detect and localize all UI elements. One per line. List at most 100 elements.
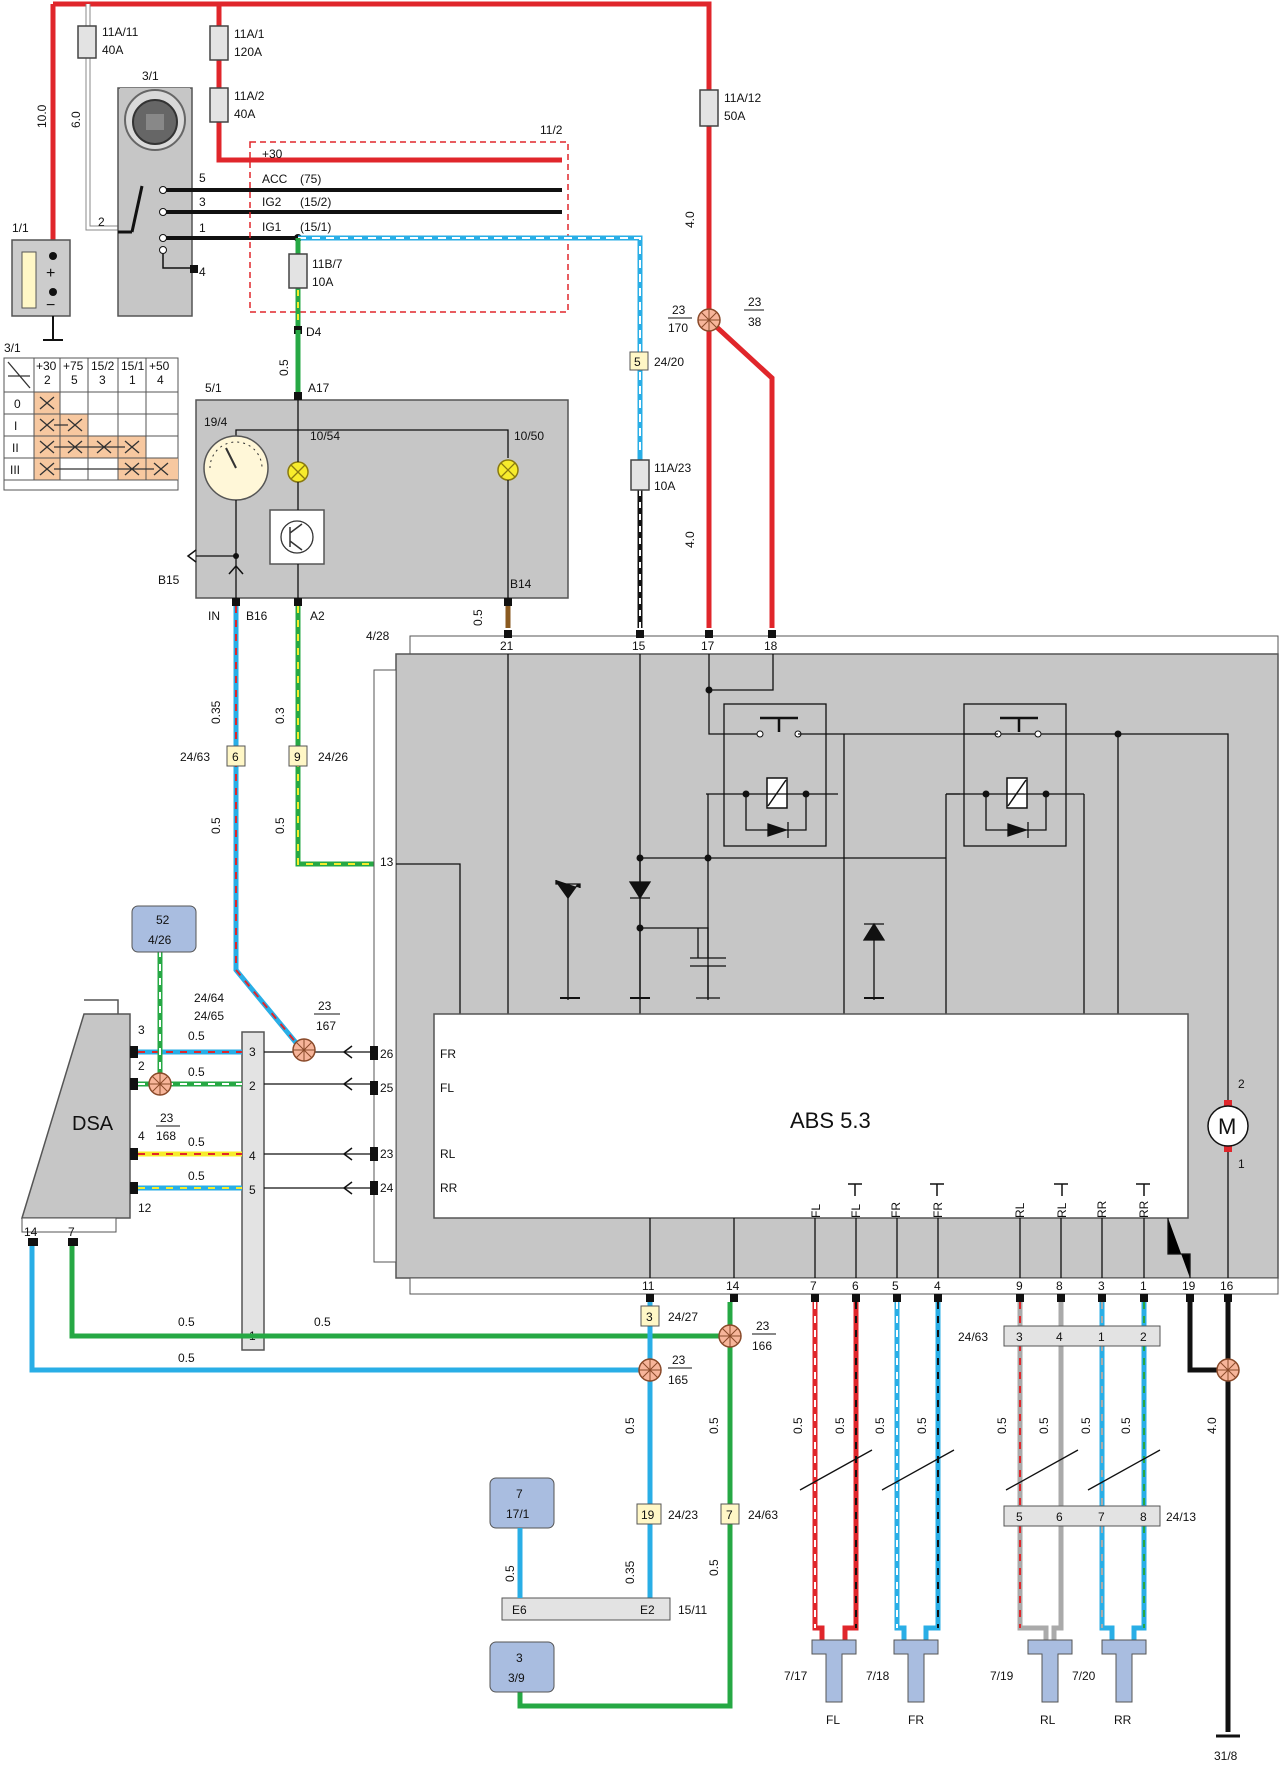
wheel-sensor-rr: 7/20 RR bbox=[1072, 1639, 1147, 1727]
abs-relay-1 bbox=[706, 703, 844, 847]
svg-text:IN: IN bbox=[208, 609, 220, 623]
svg-text:10/50: 10/50 bbox=[514, 429, 544, 443]
fuse-11a1: 11A/1 120A bbox=[209, 25, 265, 61]
svg-text:(15/2): (15/2) bbox=[300, 195, 331, 209]
svg-text:IG1: IG1 bbox=[262, 220, 282, 234]
svg-text:1: 1 bbox=[1098, 1330, 1105, 1344]
ref-box-3: 3 3/9 bbox=[489, 1641, 555, 1693]
svg-text:15: 15 bbox=[632, 639, 646, 653]
svg-text:24: 24 bbox=[380, 1181, 394, 1195]
ground-label: 31/8 bbox=[1214, 1749, 1238, 1763]
svg-text:E2: E2 bbox=[640, 1603, 655, 1617]
svg-text:FR: FR bbox=[908, 1713, 924, 1727]
svg-text:7: 7 bbox=[810, 1279, 817, 1293]
switch-position-table: 3/1 +30 +75 15/2 15/1 +50 2 5 3 1 4 0 I bbox=[3, 341, 179, 491]
svg-text:24/26: 24/26 bbox=[318, 750, 348, 764]
connector-15-11: E6 E2 15/11 bbox=[501, 1597, 707, 1621]
wire-size-label: 0.5 bbox=[178, 1351, 195, 1365]
wire-size-label: 0.5 bbox=[188, 1065, 205, 1079]
wire-size-label: 4.0 bbox=[683, 211, 697, 228]
fuse-11a12: 11A/12 50A bbox=[699, 89, 761, 127]
svg-text:3: 3 bbox=[1098, 1279, 1105, 1293]
wire-size-label: 0.35 bbox=[209, 700, 223, 724]
svg-text:+75: +75 bbox=[63, 359, 84, 373]
svg-text:24/63: 24/63 bbox=[748, 1508, 778, 1522]
svg-text:4: 4 bbox=[157, 373, 164, 387]
wire-size-label: 6.0 bbox=[69, 111, 83, 128]
svg-text:4/26: 4/26 bbox=[148, 933, 172, 947]
wire-size-label: 0.5 bbox=[471, 609, 485, 626]
svg-text:11A/12: 11A/12 bbox=[724, 91, 761, 105]
svg-text:B16: B16 bbox=[246, 609, 268, 623]
svg-text:9: 9 bbox=[1016, 1279, 1023, 1293]
svg-text:RR: RR bbox=[1137, 1200, 1151, 1218]
svg-text:26: 26 bbox=[380, 1047, 394, 1061]
svg-text:24/63: 24/63 bbox=[180, 750, 210, 764]
svg-text:ACC: ACC bbox=[262, 172, 288, 186]
svg-text:15/2: 15/2 bbox=[91, 359, 115, 373]
svg-text:24/13: 24/13 bbox=[1166, 1510, 1196, 1524]
svg-text:FL: FL bbox=[809, 1204, 823, 1218]
abs-top-pins: 21 15 17 18 bbox=[500, 630, 778, 653]
svg-text:0.5: 0.5 bbox=[791, 1417, 805, 1434]
wire-size-label: 0.5 bbox=[314, 1315, 331, 1329]
svg-text:14: 14 bbox=[726, 1279, 740, 1293]
svg-text:FR: FR bbox=[440, 1047, 456, 1061]
svg-text:B14: B14 bbox=[510, 577, 532, 591]
svg-text:10/54: 10/54 bbox=[310, 429, 340, 443]
wire-size-label: 0.5 bbox=[503, 1565, 517, 1582]
wire-size-label: 0.3 bbox=[273, 707, 287, 724]
connector-24-63b: 7 24/63 bbox=[720, 1503, 778, 1525]
svg-text:5: 5 bbox=[249, 1183, 256, 1197]
splice-23-165: 23 165 bbox=[638, 1353, 692, 1387]
svg-text:14: 14 bbox=[24, 1225, 38, 1239]
svg-text:1/1: 1/1 bbox=[12, 221, 29, 235]
svg-text:(75): (75) bbox=[300, 172, 321, 186]
svg-text:15/1: 15/1 bbox=[121, 359, 145, 373]
svg-text:+30: +30 bbox=[262, 147, 283, 161]
svg-text:+: + bbox=[46, 265, 55, 282]
svg-text:24/20: 24/20 bbox=[654, 355, 684, 369]
svg-text:0.5: 0.5 bbox=[1079, 1417, 1093, 1434]
svg-text:3: 3 bbox=[516, 1651, 523, 1665]
svg-text:8: 8 bbox=[1056, 1279, 1063, 1293]
svg-text:+50: +50 bbox=[149, 359, 170, 373]
svg-text:5/1: 5/1 bbox=[205, 381, 222, 395]
svg-text:11A/2: 11A/2 bbox=[234, 89, 265, 103]
svg-text:B15: B15 bbox=[158, 573, 180, 587]
svg-text:8: 8 bbox=[1140, 1510, 1147, 1524]
svg-text:168: 168 bbox=[156, 1129, 176, 1143]
svg-text:23: 23 bbox=[672, 1353, 686, 1367]
wheel-sensor-fl: 7/17 FL bbox=[784, 1639, 857, 1727]
svg-text:2: 2 bbox=[1238, 1077, 1245, 1091]
svg-text:19: 19 bbox=[1182, 1279, 1196, 1293]
ref-box-7: 7 17/1 bbox=[489, 1477, 555, 1529]
svg-text:1: 1 bbox=[129, 373, 136, 387]
svg-text:7/18: 7/18 bbox=[866, 1669, 890, 1683]
svg-text:10A: 10A bbox=[654, 479, 675, 493]
svg-text:11B/7: 11B/7 bbox=[312, 257, 343, 271]
abs-module: 4/28 21 15 17 18 bbox=[366, 629, 1279, 1302]
svg-text:4: 4 bbox=[199, 265, 206, 279]
svg-text:2: 2 bbox=[138, 1059, 145, 1073]
svg-text:7: 7 bbox=[1098, 1510, 1105, 1524]
svg-text:17: 17 bbox=[701, 639, 715, 653]
wire-size-label: 0.5 bbox=[178, 1315, 195, 1329]
abs-relay-2 bbox=[946, 703, 1084, 847]
sensor-wire-sizes: 0.5 0.5 0.5 0.5 0.5 0.5 0.5 0.5 bbox=[791, 1417, 1133, 1434]
svg-text:3: 3 bbox=[138, 1023, 145, 1037]
svg-text:4: 4 bbox=[934, 1279, 941, 1293]
wire-size-label: 0.5 bbox=[273, 817, 287, 834]
svg-text:4: 4 bbox=[1056, 1330, 1063, 1344]
svg-text:17/1: 17/1 bbox=[506, 1507, 530, 1521]
svg-text:52: 52 bbox=[156, 913, 170, 927]
svg-text:5: 5 bbox=[1016, 1510, 1023, 1524]
fuse-11a23: 11A/23 10A bbox=[630, 459, 691, 493]
svg-text:6: 6 bbox=[232, 750, 239, 764]
svg-text:13: 13 bbox=[380, 855, 394, 869]
svg-text:3: 3 bbox=[199, 195, 206, 209]
svg-text:FL: FL bbox=[849, 1204, 863, 1218]
connector-24-27: 3 24/27 bbox=[640, 1305, 698, 1327]
wire-size-label: 4.0 bbox=[1205, 1417, 1219, 1434]
